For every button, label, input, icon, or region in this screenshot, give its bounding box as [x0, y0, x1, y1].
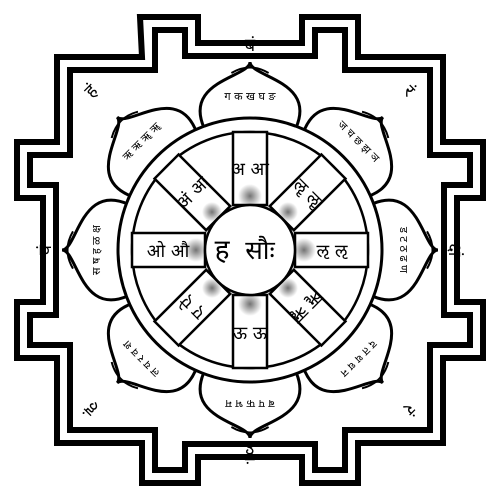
spoke-label-left: ओ औ: [147, 240, 190, 262]
petal-tip-top-right: [361, 110, 390, 139]
bija-top-right: रं: [399, 81, 420, 102]
petal-tip-bottom-left: [110, 361, 139, 390]
hub-circle: [203, 203, 297, 297]
petal-top: [198, 61, 302, 139]
petal-tip-right: [426, 230, 434, 270]
petal-tip-left: [66, 230, 74, 270]
petal-tip-top: [230, 66, 270, 74]
center-left-syllable: ह: [215, 233, 231, 266]
shading: [184, 184, 316, 316]
center-right-syllable: सौः: [245, 235, 275, 266]
bija-right: क्षं: [444, 244, 465, 258]
petal-label-left: स ष ह ळ क्ष: [90, 224, 103, 275]
petal-tip-bottom: [230, 426, 270, 434]
petal-label-bottom: ब प फ भ म: [225, 397, 275, 410]
bhupura-inner-line: [27, 27, 473, 473]
spoke-label-bottom: ऊ ऊ: [233, 323, 268, 344]
petal-right: [361, 198, 439, 302]
petal-label-top: ग क ख घ ङ: [224, 90, 276, 103]
petal-label-right: ड ट ठ ढ ण: [397, 226, 410, 274]
bija-bottom-left: हं: [80, 398, 102, 420]
petal-left: [61, 198, 139, 302]
bhupura-outer-line: [14, 14, 486, 486]
lotus-petals: [61, 61, 439, 439]
spoke-label-right: ऌ ऌ: [317, 241, 348, 262]
bija-left: वं: [35, 244, 56, 255]
petal-tip-bottom-right: [361, 361, 390, 390]
spoke-label-top: अ आ: [231, 159, 269, 180]
petal-bottom-left: [106, 299, 201, 394]
petal-top-right: [299, 106, 394, 201]
petal-tip-top-left: [110, 110, 139, 139]
petal-top-left: [106, 106, 201, 201]
petal-bottom: [198, 361, 302, 439]
bija-top-left: हं: [80, 80, 102, 102]
bija-bottom-right: रं: [398, 399, 419, 420]
bija-bottom: हूं: [244, 442, 255, 465]
bija-top: बं: [245, 35, 256, 56]
petal-bottom-right: [299, 299, 394, 394]
